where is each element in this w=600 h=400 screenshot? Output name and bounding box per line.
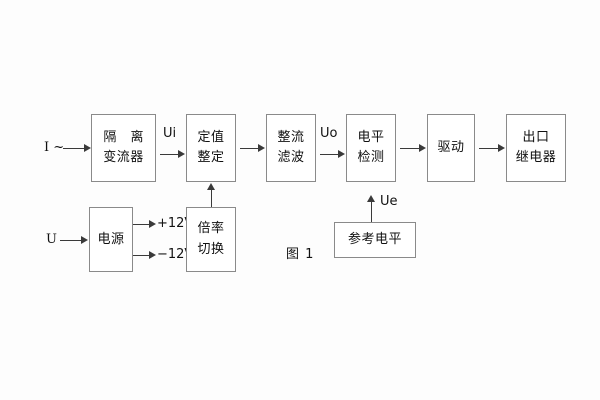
signal-label-ue: Ue [380, 194, 398, 209]
block-reference-level[interactable]: 参考电平 [334, 222, 416, 258]
connector-isolation-to-setting [160, 154, 179, 155]
arrow-rail-positive-icon [149, 220, 156, 228]
block-multiplier-switch-line2: 切换 [197, 241, 225, 257]
arrow-isolation-to-setting-icon [178, 150, 185, 158]
block-output-relay[interactable]: 出口 继电器 [506, 114, 566, 182]
block-reference-level-line1: 参考电平 [347, 232, 402, 248]
block-isolation-transformer-line2: 变流器 [103, 150, 144, 165]
block-multiplier-switch-line1: 倍率 [197, 221, 225, 237]
block-drive-line1: 驱动 [437, 140, 465, 156]
rail-positive-label: +12V [157, 216, 194, 231]
arrow-multiplier-to-setting-icon [207, 183, 215, 190]
voltage-input-label: U [46, 232, 57, 247]
block-isolation-transformer[interactable]: 隔 离 变流器 [91, 114, 156, 182]
figure-caption: 图 1 [286, 247, 315, 262]
arrow-reference-to-level-icon [367, 195, 375, 202]
block-output-relay-line2: 继电器 [515, 150, 557, 165]
block-isolation-transformer-line1: 隔 离 [103, 129, 149, 145]
block-rectify-filter-line2: 滤波 [277, 150, 305, 165]
connector-rail-positive [133, 224, 150, 225]
block-level-detect-line1: 电平 [357, 129, 385, 145]
arrow-rail-negative-icon [149, 251, 156, 259]
block-level-detect-line2: 检测 [357, 150, 385, 165]
arrow-level-to-drive-icon [419, 144, 426, 152]
connector-setting-to-rectify [240, 148, 259, 149]
block-rectify-filter[interactable]: 整流 滤波 [266, 114, 316, 182]
arrow-current-to-isolation-icon [84, 144, 91, 152]
arrow-setting-to-rectify-icon [258, 144, 265, 152]
block-level-detect[interactable]: 电平 检测 [346, 114, 396, 182]
arrow-drive-to-relay-icon [498, 144, 505, 152]
block-power-supply[interactable]: 电源 [89, 207, 133, 272]
current-input-label: I ~ [44, 140, 65, 155]
connector-current-to-isolation [63, 148, 85, 149]
block-rectify-filter-line1: 整流 [277, 129, 305, 145]
block-power-supply-line1: 电源 [97, 231, 125, 247]
block-setting-value[interactable]: 定值 整定 [186, 114, 236, 182]
connector-multiplier-to-setting [211, 189, 212, 207]
connector-reference-to-level [371, 201, 372, 222]
block-multiplier-switch[interactable]: 倍率 切换 [186, 207, 236, 272]
block-drive[interactable]: 驱动 [427, 114, 475, 182]
connector-voltage-to-power [60, 240, 82, 241]
connector-rail-negative [133, 255, 150, 256]
signal-label-ui: Ui [163, 126, 177, 141]
signal-label-uo: Uo [320, 126, 338, 141]
arrow-voltage-to-power-icon [81, 236, 88, 244]
connector-rectify-to-level [320, 154, 339, 155]
block-setting-value-line1: 定值 [197, 129, 225, 145]
connector-drive-to-relay [479, 148, 499, 149]
connector-level-to-drive [400, 148, 420, 149]
rail-negative-label: −12V [157, 247, 194, 262]
block-output-relay-line1: 出口 [522, 129, 550, 145]
block-setting-value-line2: 整定 [197, 150, 225, 165]
arrow-rectify-to-level-icon [338, 150, 345, 158]
